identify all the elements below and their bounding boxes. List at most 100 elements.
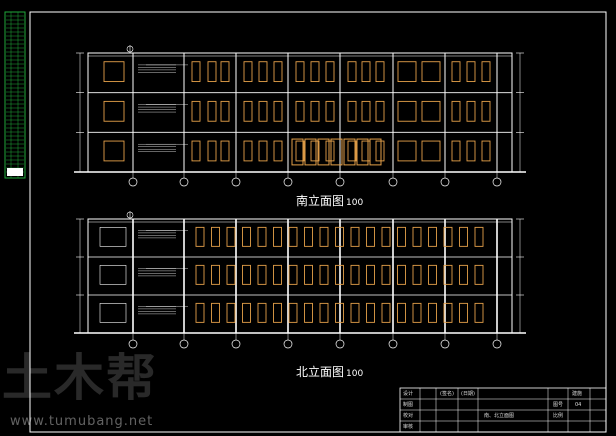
window <box>273 264 282 285</box>
entrance-door <box>304 138 317 166</box>
window <box>295 61 305 83</box>
window <box>459 226 468 247</box>
window <box>310 100 320 122</box>
window <box>397 226 406 247</box>
north-title-text: 北立面图 <box>296 365 345 379</box>
window <box>481 140 491 162</box>
window <box>258 140 268 162</box>
axis-bubble <box>440 177 450 187</box>
entrance-door <box>356 138 369 166</box>
axis-bubble <box>128 339 138 349</box>
window <box>207 140 217 162</box>
window <box>273 140 283 162</box>
window <box>397 100 417 122</box>
building-outline <box>87 52 513 173</box>
window <box>195 264 205 285</box>
window <box>99 303 127 323</box>
window <box>466 61 476 83</box>
window <box>459 264 468 285</box>
watermark-url: www.tumubang.net <box>10 414 154 429</box>
window <box>375 61 385 83</box>
window <box>361 140 371 162</box>
window <box>220 100 230 122</box>
axis-bubble <box>283 177 293 187</box>
entrance-door <box>343 138 356 166</box>
tb-date-label: (日期) <box>461 391 475 397</box>
window <box>325 61 335 83</box>
window <box>443 264 453 285</box>
window <box>428 302 437 323</box>
window <box>397 61 417 83</box>
window <box>258 100 268 122</box>
outer-frame <box>29 11 607 433</box>
axis-bubble <box>335 339 345 349</box>
window <box>474 302 484 323</box>
tb-drafting-label: 制图 <box>403 402 414 408</box>
window <box>257 264 267 285</box>
window <box>366 226 375 247</box>
window <box>220 140 230 162</box>
tb-signature-label: (签名) <box>440 391 454 397</box>
window <box>226 264 236 285</box>
window <box>428 226 437 247</box>
watermark-logo: 土木帮 <box>2 349 158 407</box>
axis-bubble <box>231 339 241 349</box>
window <box>304 264 313 285</box>
window <box>319 264 329 285</box>
entrance-door <box>330 138 343 166</box>
window <box>375 140 385 162</box>
entrance-door <box>317 138 330 166</box>
window <box>474 264 484 285</box>
window <box>211 226 220 247</box>
axis-bubble <box>179 177 189 187</box>
window <box>226 302 236 323</box>
layer-ribbon[interactable] <box>4 11 26 179</box>
window <box>288 264 298 285</box>
window <box>451 61 461 83</box>
window <box>443 302 453 323</box>
window <box>273 302 282 323</box>
south-elevation <box>74 45 526 187</box>
window <box>103 100 125 122</box>
tb-sheet-label: 建施 <box>572 391 583 397</box>
window <box>366 264 375 285</box>
window <box>347 61 357 83</box>
window <box>325 100 335 122</box>
entrance-door <box>369 138 382 166</box>
window <box>220 61 230 83</box>
window <box>103 140 125 162</box>
window <box>273 226 282 247</box>
window <box>273 61 283 83</box>
window <box>350 226 360 247</box>
tb-drawing-name: 南、北立面图 <box>484 413 515 419</box>
tb-check-label: 校对 <box>403 413 414 419</box>
window <box>273 100 283 122</box>
north-elevation <box>74 211 526 349</box>
axis-bubble <box>335 177 345 187</box>
window <box>191 61 201 83</box>
window <box>310 61 320 83</box>
window <box>381 302 391 323</box>
window <box>451 100 461 122</box>
window <box>381 226 391 247</box>
window <box>242 264 251 285</box>
tb-scale-label: 比例 <box>553 413 564 419</box>
window <box>211 302 220 323</box>
window <box>397 140 417 162</box>
window <box>226 226 236 247</box>
window <box>103 61 125 83</box>
title-block <box>399 387 607 433</box>
window <box>335 264 344 285</box>
entrance-door <box>291 138 304 166</box>
window <box>412 264 422 285</box>
window <box>375 100 385 122</box>
tb-design-label: 设计 <box>403 391 414 397</box>
window <box>481 100 491 122</box>
window <box>243 61 253 83</box>
window <box>295 140 305 162</box>
window <box>242 226 251 247</box>
window <box>366 302 375 323</box>
